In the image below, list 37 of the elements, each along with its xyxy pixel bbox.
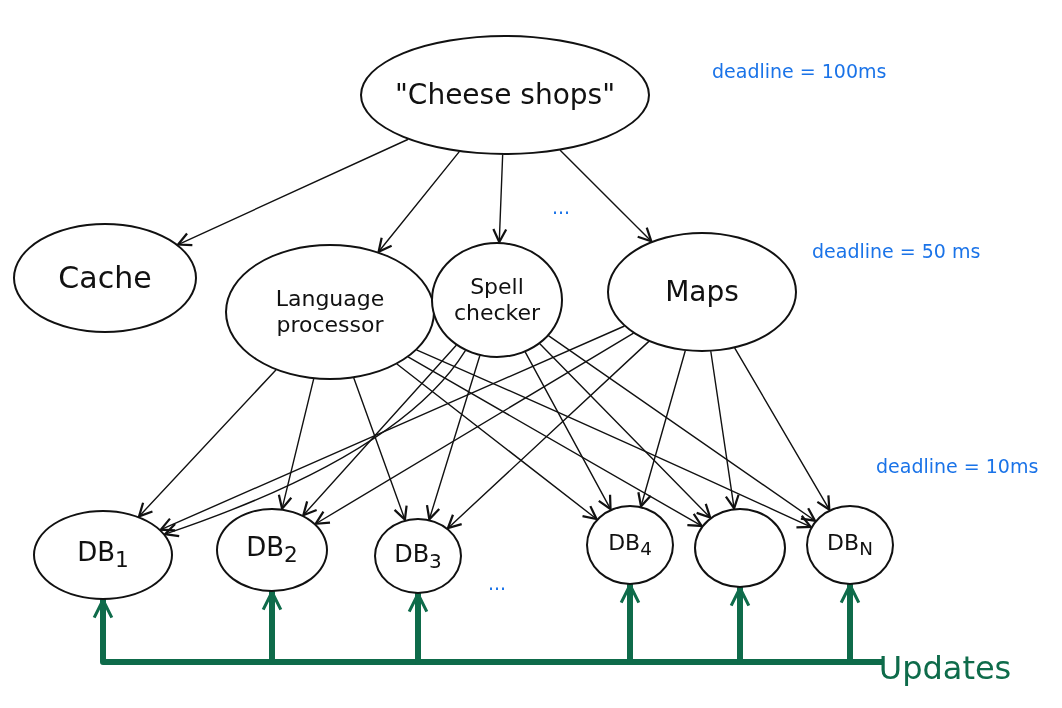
arrow [396, 363, 598, 521]
arrow [839, 582, 883, 665]
arrow [159, 325, 625, 532]
node-label: DB$_{3}$ [394, 539, 442, 573]
arrow [302, 344, 457, 517]
arrow [425, 355, 481, 521]
arrow [407, 356, 703, 528]
note-text: deadline = 50 ms [812, 240, 981, 262]
note-text: ... [552, 196, 571, 218]
node-label: DB$_{N}$ [827, 529, 873, 561]
arrow [539, 343, 712, 519]
arrow [314, 332, 634, 525]
node-label: Cache [58, 260, 152, 296]
arrow [524, 351, 612, 511]
arrow [176, 138, 409, 247]
arrow [277, 378, 315, 510]
node-label: Spell checker [452, 273, 542, 327]
arrow [548, 335, 817, 522]
node-label: DB$_{4}$ [608, 529, 652, 561]
ellipse-node [586, 505, 674, 585]
arrow [559, 149, 653, 243]
note-text: deadline = 100ms [712, 60, 887, 82]
arrow [353, 377, 408, 521]
node-label: Language processor [274, 285, 386, 339]
arrow [416, 349, 812, 529]
arrow [492, 154, 508, 244]
node-text: Updates [880, 644, 1010, 692]
note-text: deadline = 10ms [876, 455, 1039, 477]
arrow [637, 350, 686, 508]
arrow [137, 369, 277, 518]
note-text: ... [488, 572, 507, 594]
node-label: Maps [665, 275, 739, 309]
node-label: DB$_{2}$ [246, 531, 298, 569]
node-label: DB$_{1}$ [77, 536, 129, 574]
arrow [446, 340, 650, 530]
arrow [710, 351, 740, 510]
node-label: "Cheese shops" [394, 78, 616, 112]
